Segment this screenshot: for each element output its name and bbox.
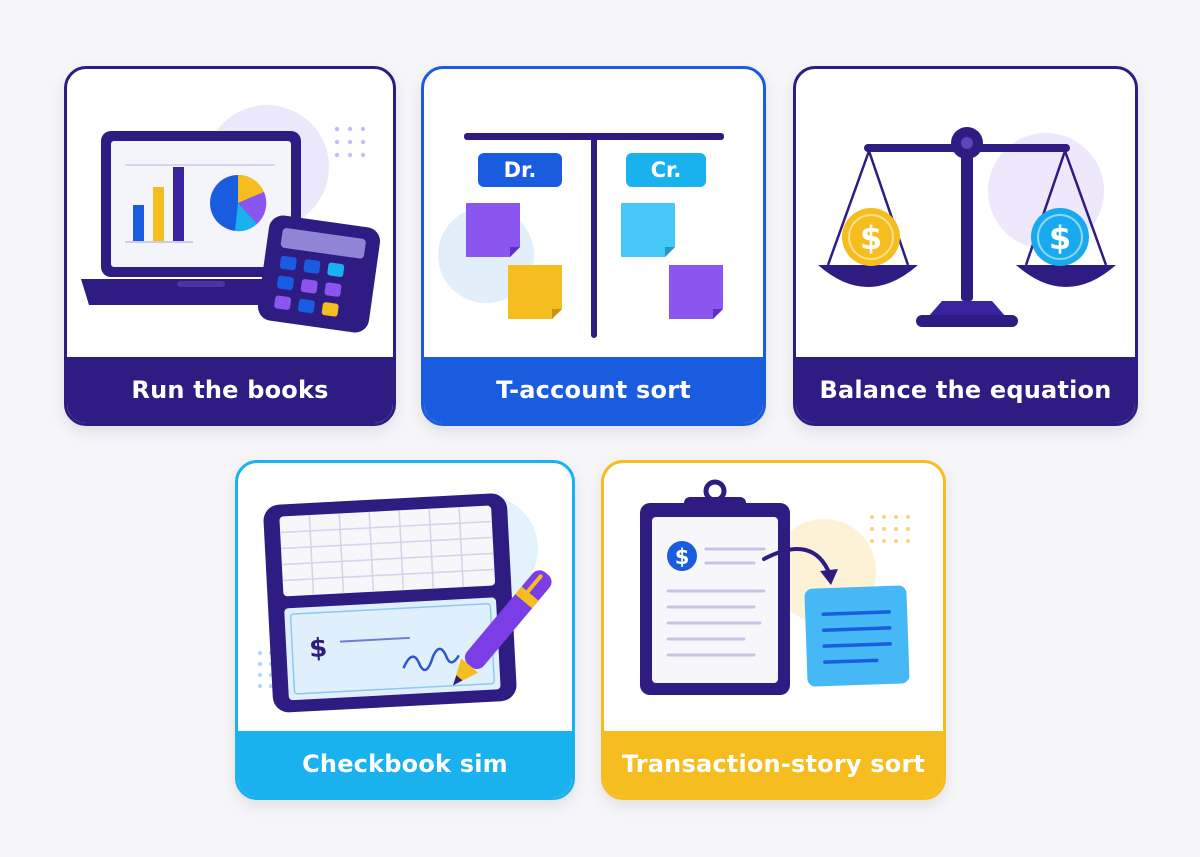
sticky-note-icon bbox=[508, 265, 562, 319]
checkbook-illustration: $ bbox=[258, 493, 552, 713]
svg-text:$: $ bbox=[1049, 219, 1071, 257]
activity-card-balance-the-equation[interactable]: $ $ Balance the equation bbox=[793, 66, 1138, 426]
credit-label: Cr. bbox=[651, 158, 682, 182]
balance-scale-icon bbox=[818, 127, 1116, 327]
t-account-icon bbox=[464, 133, 724, 338]
svg-text:$: $ bbox=[308, 633, 328, 664]
sticky-note-icon bbox=[669, 265, 723, 319]
checkbook-icon: $ bbox=[263, 493, 517, 713]
card-label: T-account sort bbox=[424, 357, 763, 423]
transaction-story-illustration: $ bbox=[640, 479, 910, 695]
card-label: Run the books bbox=[67, 357, 393, 423]
activity-card-run-the-books[interactable]: Run the books bbox=[64, 66, 396, 426]
debit-label: Dr. bbox=[504, 158, 537, 182]
svg-text:$: $ bbox=[675, 545, 690, 569]
card-label: Checkbook sim bbox=[238, 731, 572, 797]
credit-tag bbox=[626, 153, 706, 187]
pie-chart-icon bbox=[210, 174, 267, 232]
balance-illustration: $ $ bbox=[818, 127, 1116, 327]
arrow-icon bbox=[762, 547, 838, 585]
dollar-coin-icon: $ bbox=[1031, 208, 1089, 266]
pen-icon bbox=[452, 570, 552, 686]
activity-card-t-account-sort[interactable]: Dr. Cr. T-account sort bbox=[421, 66, 766, 426]
card-label: Transaction-story sort bbox=[604, 731, 943, 797]
activity-card-transaction-story-sort[interactable]: $ Transaction-story so bbox=[601, 460, 946, 800]
clipboard-icon: $ bbox=[640, 479, 790, 695]
calculator-icon bbox=[257, 215, 381, 333]
sticky-note-icon bbox=[466, 203, 520, 257]
dollar-coin-icon: $ bbox=[842, 208, 900, 266]
activity-card-checkbook-sim[interactable]: $ Checkbook sim bbox=[235, 460, 575, 800]
svg-text:$: $ bbox=[860, 219, 882, 257]
sticky-note-icon bbox=[621, 203, 675, 257]
bar-chart-icon bbox=[125, 167, 193, 243]
note-card-icon bbox=[804, 585, 910, 687]
t-account-sort-illustration: Dr. Cr. bbox=[438, 133, 724, 338]
debit-tag bbox=[478, 153, 562, 187]
card-label: Balance the equation bbox=[796, 357, 1135, 423]
run-the-books-illustration bbox=[81, 105, 381, 333]
